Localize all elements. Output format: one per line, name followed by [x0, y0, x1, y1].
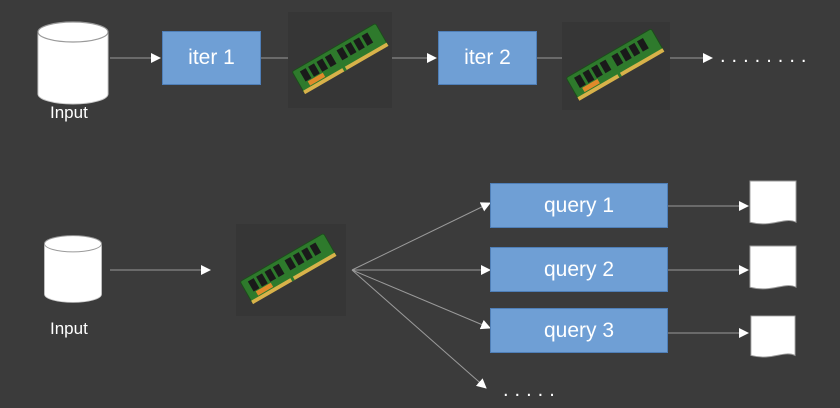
database-cylinder-icon	[37, 21, 109, 105]
query-3-box: query 3	[490, 308, 668, 353]
query-2-box: query 2	[490, 247, 668, 292]
bottom-input-label: Input	[50, 319, 88, 338]
iter-2-box: iter 2	[438, 31, 537, 85]
top-input-label: Input	[50, 103, 88, 122]
database-cylinder-icon	[43, 235, 103, 303]
bottom-connectors	[110, 201, 749, 389]
connector-ram-to-more	[351, 269, 487, 389]
connector-ram-to-query3	[351, 269, 491, 330]
iter-1-box: iter 1	[162, 31, 261, 85]
document-icon	[750, 315, 796, 358]
document-icon	[749, 245, 797, 290]
top-continuation-dots: ........	[720, 45, 813, 67]
document-icon	[749, 180, 797, 225]
bottom-continuation-dots: .....	[503, 379, 561, 401]
connector-ram-to-query1	[351, 202, 491, 271]
query-1-box: query 1	[490, 183, 668, 228]
